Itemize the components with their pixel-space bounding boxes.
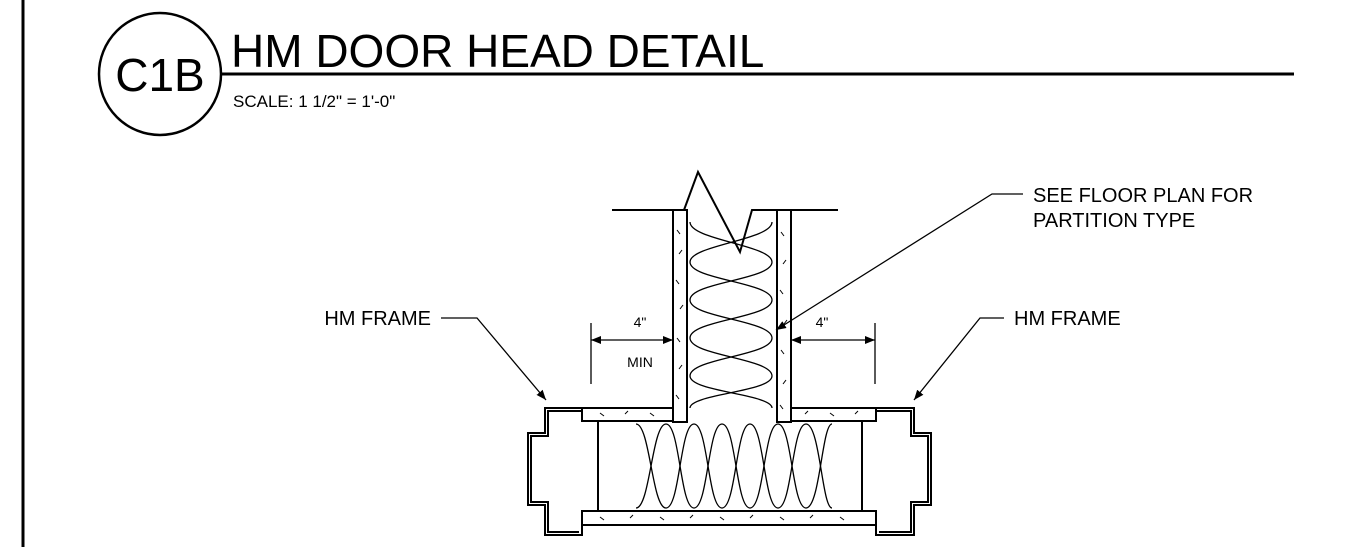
detail-tag: C1B bbox=[115, 49, 204, 101]
gypsum-hatch bbox=[675, 229, 788, 410]
leader-lines bbox=[441, 193, 1023, 401]
wall-insulation bbox=[689, 221, 773, 409]
door-head bbox=[527, 407, 932, 536]
hm-frame-label-right: HM FRAME bbox=[1014, 308, 1121, 330]
head-insulation bbox=[635, 423, 833, 509]
partition-note-line-2: PARTITION TYPE bbox=[1033, 210, 1195, 232]
head-hatch bbox=[599, 410, 859, 521]
dimension-left-qualifier: MIN bbox=[627, 354, 653, 370]
detail-title: HM DOOR HEAD DETAIL bbox=[231, 25, 764, 77]
hm-frame-label-left: HM FRAME bbox=[324, 308, 431, 330]
dimension-left-value: 4" bbox=[634, 314, 647, 330]
dimension-lines bbox=[590, 323, 876, 384]
detail-scale: SCALE: 1 1/2" = 1'-0" bbox=[233, 92, 395, 111]
dimension-right-value: 4" bbox=[816, 314, 829, 330]
partition-wall bbox=[612, 169, 838, 423]
partition-note-line-1: SEE FLOOR PLAN FOR bbox=[1033, 185, 1253, 207]
